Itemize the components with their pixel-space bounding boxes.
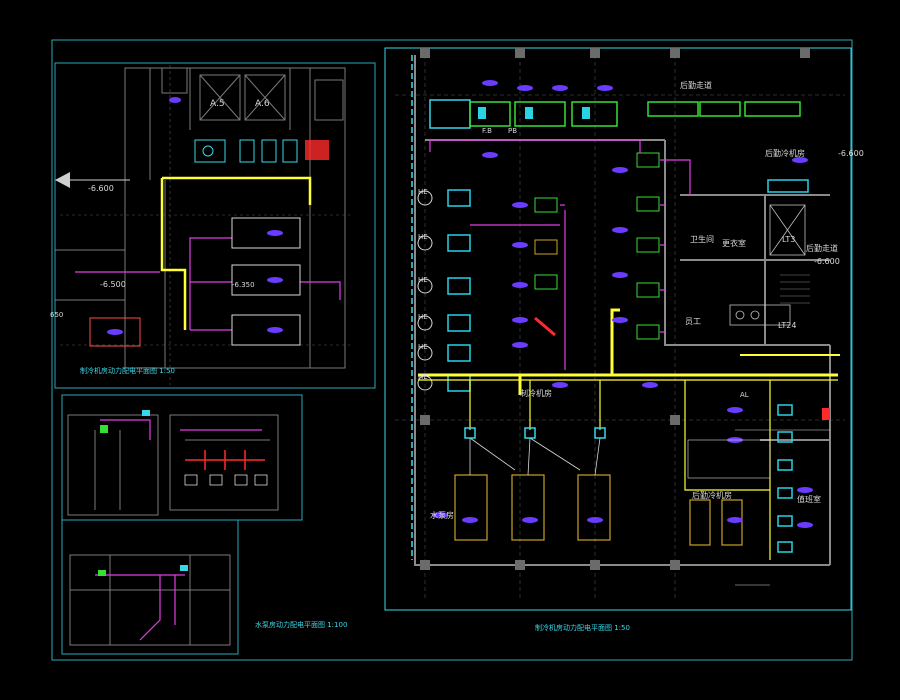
elevation-right-lower: -6.600 <box>814 257 840 266</box>
elevation-left-inner: -6.350 <box>232 281 255 289</box>
code-shaft-a: A.5 <box>210 99 225 109</box>
room-pump: 水泵房 <box>430 511 454 520</box>
elevation-right-upper: -6.600 <box>838 149 864 158</box>
room-chiller: 制冷机房 <box>520 389 552 398</box>
code-lighting-box: AL <box>740 391 749 399</box>
code-hx-6: HE <box>418 373 428 381</box>
panel-title-bottom-left: 水泵房动力配电平面图 1:100 <box>255 621 348 629</box>
room-cold-storage: 后勤冷机房 <box>765 149 805 158</box>
room-staff: 员工 <box>685 317 701 326</box>
code-shaft-b: A.6 <box>255 99 270 109</box>
room-chiller-area: 后勤冷机房 <box>692 491 732 500</box>
plan-main <box>395 48 845 600</box>
room-control: 值班室 <box>797 495 821 504</box>
panel-title-top-left: 制冷机房动力配电平面图 1:50 <box>80 367 175 375</box>
room-riser: LT24 <box>778 321 797 330</box>
plan-bottom-left-a <box>67 410 279 516</box>
elevation-left-upper: -6.600 <box>88 184 114 193</box>
drawing-frames <box>51 39 853 661</box>
plan-bottom-left-b <box>69 554 231 646</box>
code-pump: PB <box>508 127 518 135</box>
room-corridor-right: 后勤走道 <box>806 244 838 253</box>
code-hx-5: HE <box>418 343 428 351</box>
elevation-left-edge: 650 <box>50 311 64 319</box>
code-hx-3: HE <box>418 276 428 284</box>
code-hx-4: HE <box>418 313 428 321</box>
room-locker: 更衣室 <box>722 239 746 248</box>
panel-title-main: 制冷机房动力配电平面图 1:50 <box>535 624 630 632</box>
code-hx-2: HE <box>418 233 428 241</box>
elevation-left-mid: -6.500 <box>100 280 126 289</box>
room-toilet: 卫生间 <box>690 235 714 244</box>
code-fan-coil: F.B <box>482 127 492 135</box>
plan-top-left <box>55 65 350 385</box>
code-hx-1: HE <box>418 188 428 196</box>
room-lift: LT3 <box>782 235 796 244</box>
room-corridor-top: 后勤走道 <box>680 81 712 90</box>
